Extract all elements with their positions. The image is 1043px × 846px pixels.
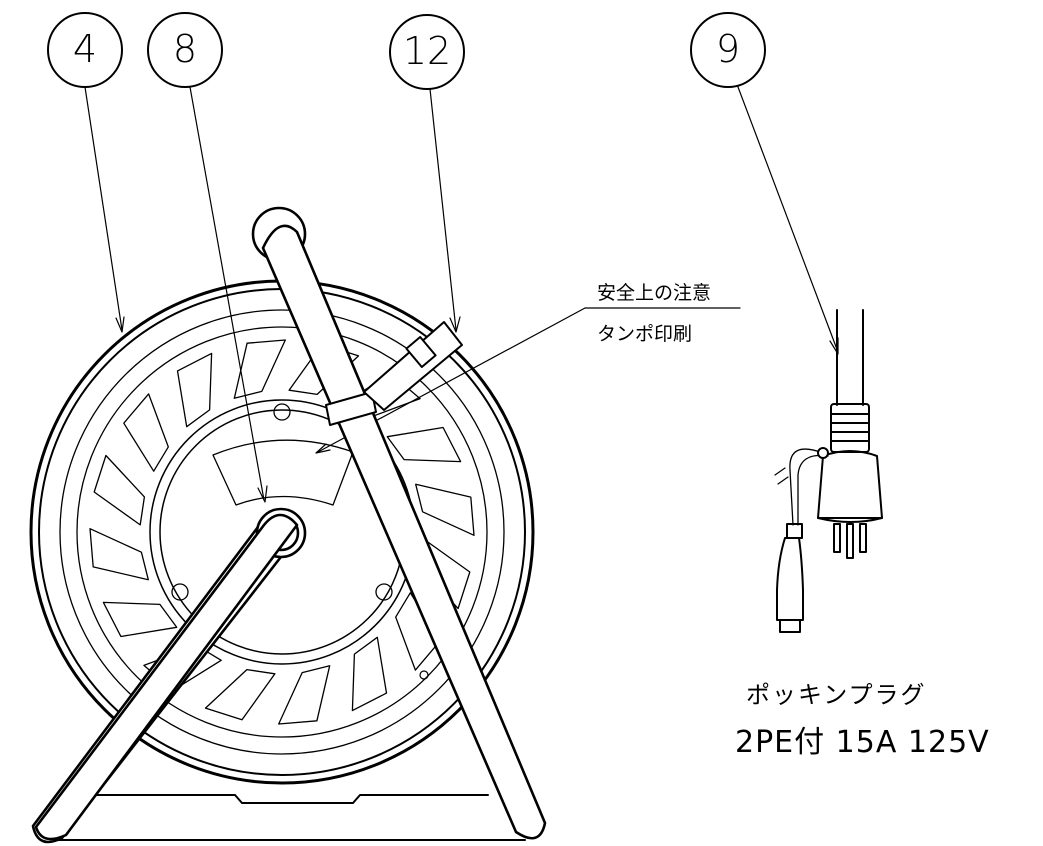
lug-left [171, 583, 189, 601]
vent-slot [93, 454, 146, 526]
annotation-arrowhead [315, 443, 331, 454]
callout-8-circle [147, 12, 223, 88]
vent-slot [102, 601, 178, 638]
vent-slot [204, 668, 276, 721]
vent-slot [123, 393, 169, 472]
plug-name: ポッキンプラグ [746, 681, 927, 709]
leader-9 [737, 86, 839, 353]
callout-12-label: 12 [402, 29, 452, 73]
clamp-tab [405, 336, 437, 368]
plug-spec: 2PE付 15A 125V [735, 725, 990, 760]
pad-print-label: タンポ印刷 [597, 323, 693, 345]
vent-slot [278, 665, 331, 725]
arrowhead-4 [115, 316, 125, 333]
arrowhead-8 [257, 485, 268, 503]
leader-lines [84, 86, 839, 503]
callout-9-label: 9 [715, 27, 741, 71]
base-top-edge [77, 794, 489, 804]
ground-clip-tip [779, 619, 801, 633]
leader-4 [84, 86, 123, 331]
stand-base [51, 794, 526, 841]
ground-sleeve [786, 523, 803, 539]
rim-hole [419, 670, 429, 680]
clamp-band [325, 391, 377, 426]
arrowhead-12 [449, 316, 461, 333]
clamp-arm [363, 321, 463, 411]
plug-body [817, 450, 883, 523]
plug-pin-2 [846, 523, 854, 559]
plug-pin-1 [833, 523, 841, 553]
back-leg-upper [34, 513, 299, 841]
leader-12 [429, 88, 457, 331]
plug-drawing [774, 309, 883, 633]
leader-8 [189, 86, 265, 501]
ground-clip [776, 537, 804, 621]
vent-slot [176, 352, 213, 428]
callout-12-circle [389, 14, 465, 90]
callout-9-circle [690, 12, 766, 88]
safety-notice-label: 安全上の注意 [597, 282, 712, 304]
label-plate [212, 439, 354, 506]
plug-pin-3 [859, 523, 867, 553]
vent-slot [386, 426, 462, 463]
ground-tab [817, 447, 829, 459]
vent-slot [89, 528, 149, 581]
lug-right [375, 583, 393, 601]
cord-clamp [325, 321, 463, 426]
front-leg [261, 224, 547, 840]
ground-wire-knot [774, 467, 789, 485]
plug-strain-relief [830, 403, 870, 453]
reel-ring-1 [59, 309, 505, 755]
vent-slot [351, 636, 388, 712]
reel [29, 279, 535, 785]
lug-top [273, 403, 291, 421]
callout-8-label: 8 [172, 27, 198, 71]
vent-slot [233, 339, 286, 399]
vent-slot [415, 483, 475, 536]
reel-ring-2 [76, 326, 488, 738]
stand-legs [31, 206, 547, 844]
callout-4-label: 4 [72, 27, 98, 71]
